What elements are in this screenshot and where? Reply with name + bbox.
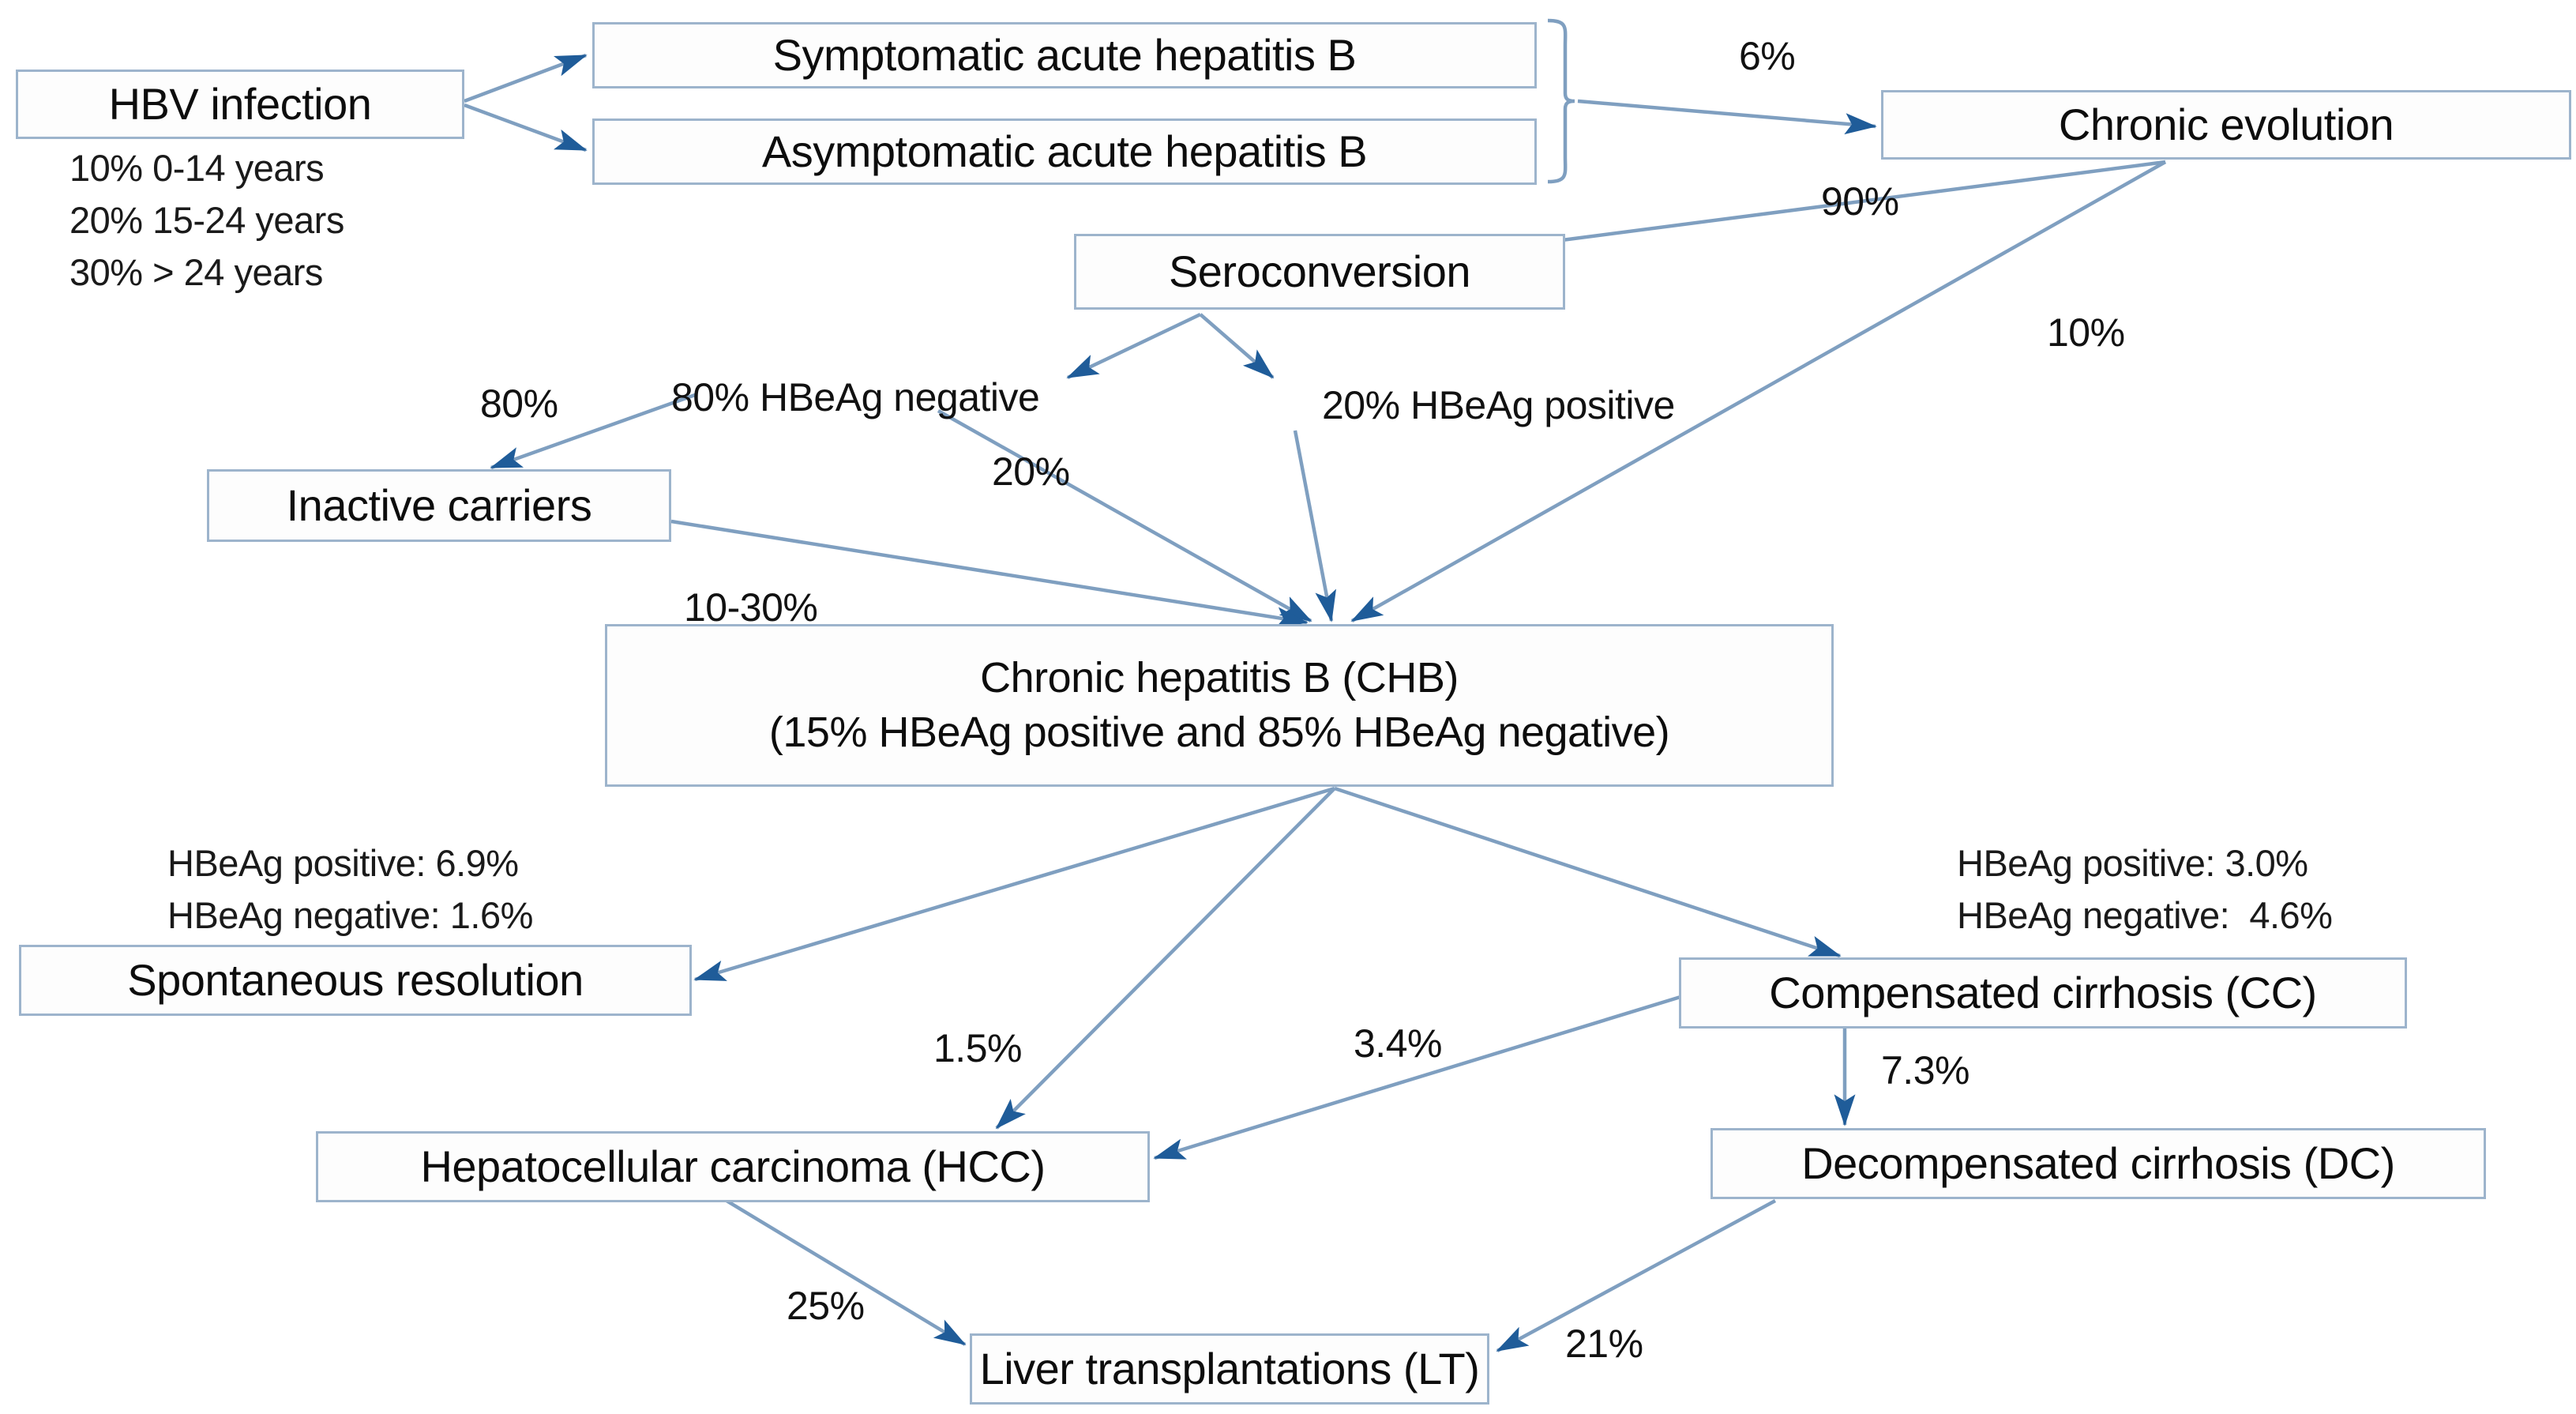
node-hepatocellular-carcinoma[interactable]: Hepatocellular carcinoma (HCC): [316, 1131, 1150, 1202]
node-chb-label-line1: Chronic hepatitis B (CHB): [980, 653, 1459, 701]
edge-label-chb-to-hcc: 1.5%: [933, 1026, 1022, 1070]
node-symptomatic-acute-hepatitis-b[interactable]: Symptomatic acute hepatitis B: [592, 22, 1537, 88]
node-hcc-label: Hepatocellular carcinoma (HCC): [420, 1141, 1046, 1191]
edge-hbeag-positive-to-chb: [1293, 430, 1337, 622]
node-compensated-cirrhosis-label: Compensated cirrhosis (CC): [1769, 967, 2317, 1017]
edge-label-acute-to-chronic: 6%: [1739, 34, 1796, 78]
edge-hbeag-negative-to-chb: [937, 409, 1312, 622]
node-symptomatic-label: Symptomatic acute hepatitis B: [772, 29, 1357, 80]
node-seroconversion-label: Seroconversion: [1168, 246, 1471, 296]
label-hbeag-positive-20: 20% HBeAg positive: [1322, 383, 1675, 427]
edge-label-cc-to-dc: 7.3%: [1881, 1048, 1970, 1092]
spontaneous-resolution-rates-note: HBeAg positive: 6.9% HBeAg negative: 1.6…: [167, 842, 533, 936]
node-inactive-carriers[interactable]: Inactive carriers: [207, 469, 671, 542]
edge-label-negative-to-chb: 20%: [992, 449, 1070, 494]
node-lt-label: Liver transplantations (LT): [979, 1343, 1480, 1393]
node-spontaneous-resolution-label: Spontaneous resolution: [127, 954, 584, 1005]
edge-acute-to-chronic: [1577, 99, 1877, 135]
node-dc-label: Decompensated cirrhosis (DC): [1801, 1138, 2395, 1188]
acute-group-brace: [1547, 18, 1575, 184]
edge-label-chronic-to-chb: 10%: [2047, 310, 2125, 355]
node-liver-transplantations[interactable]: Liver transplantations (LT): [970, 1333, 1489, 1405]
edge-chb-to-hcc: [995, 787, 1336, 1130]
node-spontaneous-resolution[interactable]: Spontaneous resolution: [19, 945, 692, 1016]
node-asymptomatic-label: Asymptomatic acute hepatitis B: [761, 126, 1368, 176]
node-asymptomatic-acute-hepatitis-b[interactable]: Asymptomatic acute hepatitis B: [592, 118, 1537, 185]
compensated-cirrhosis-rates-note: HBeAg positive: 3.0% HBeAg negative: 4.6…: [1957, 842, 2333, 936]
edge-hbv-to-asymptomatic: [464, 103, 588, 152]
node-seroconversion[interactable]: Seroconversion: [1074, 234, 1565, 310]
edge-seroconversion-to-hbeag-negative: [1066, 312, 1201, 380]
edge-label-chronic-to-seroconversion: 90%: [1821, 179, 1899, 224]
edge-label-hcc-to-lt: 25%: [787, 1284, 865, 1328]
edge-label-negative-to-inactive: 80%: [480, 382, 558, 426]
node-decompensated-cirrhosis[interactable]: Decompensated cirrhosis (DC): [1710, 1128, 2486, 1199]
node-chronic-evolution[interactable]: Chronic evolution: [1881, 90, 2571, 160]
edge-label-cc-to-hcc: 3.4%: [1354, 1021, 1442, 1066]
label-hbeag-negative-80: 80% HBeAg negative: [671, 375, 1040, 419]
edge-label-dc-to-lt: 21%: [1565, 1322, 1643, 1366]
node-compensated-cirrhosis[interactable]: Compensated cirrhosis (CC): [1679, 957, 2407, 1029]
node-chronic-evolution-label: Chronic evolution: [2058, 99, 2394, 149]
hbv-age-breakdown-note: 10% 0-14 years 20% 15-24 years 30% > 24 …: [69, 147, 344, 293]
edge-chb-to-cc: [1334, 786, 1842, 958]
edge-chb-to-spontaneous: [693, 786, 1335, 982]
node-hbv-infection-label: HBV infection: [108, 78, 372, 129]
node-hbv-infection[interactable]: HBV infection: [16, 70, 464, 139]
edge-seroconversion-to-hbeag-positive: [1199, 313, 1275, 379]
edge-label-inactive-to-chb: 10-30%: [684, 585, 818, 630]
node-chronic-hepatitis-b[interactable]: Chronic hepatitis B (CHB) (15% HBeAg pos…: [605, 624, 1834, 787]
edge-hbv-to-symptomatic: [464, 53, 588, 103]
node-inactive-carriers-label: Inactive carriers: [286, 479, 592, 530]
node-chb-label-line2: (15% HBeAg positive and 85% HBeAg negati…: [768, 709, 1670, 756]
